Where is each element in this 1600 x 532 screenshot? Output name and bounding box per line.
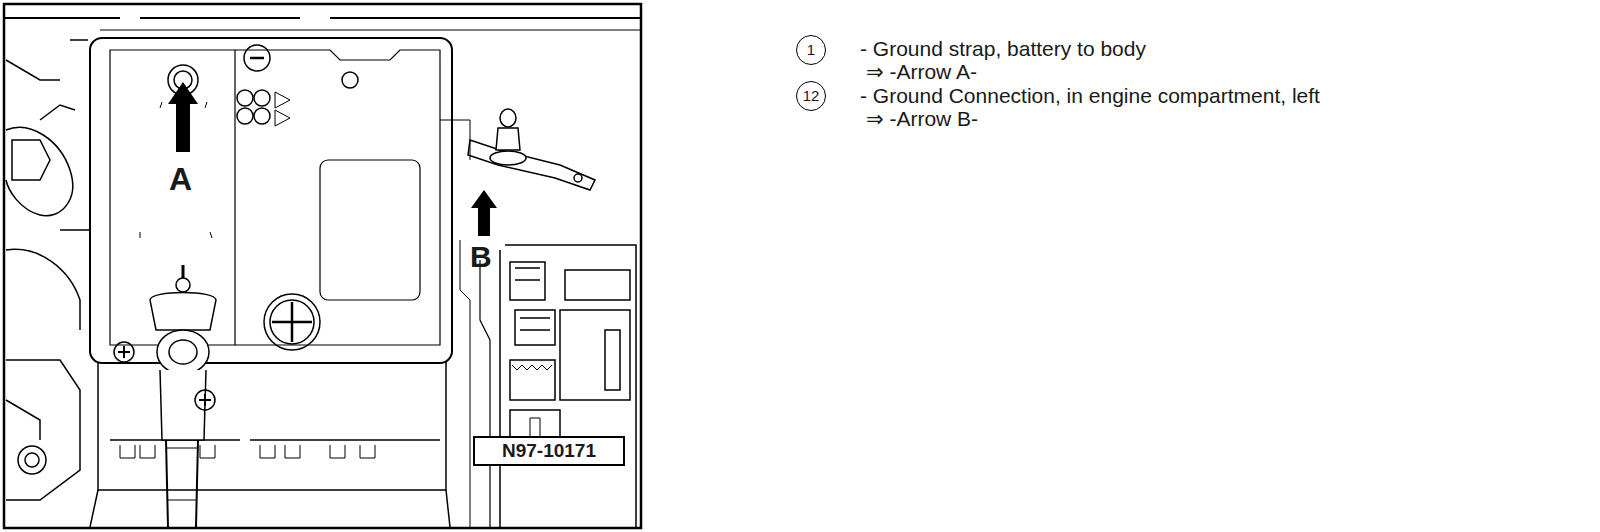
arrow-letter: B	[470, 240, 492, 273]
arrow-letter: A	[169, 162, 192, 197]
callout-circle: 1	[796, 35, 826, 65]
legend-text: - Ground strap, battery to body	[860, 37, 1146, 60]
figure-number-box: N97-10171	[473, 436, 625, 466]
callout-number: 1	[807, 42, 815, 59]
callout-circle: 12	[796, 81, 826, 111]
legend-text: ⇒ -Arrow B-	[866, 107, 978, 130]
figure-number: N97-10171	[502, 441, 596, 462]
legend-text: - Ground Connection, in engine compartme…	[860, 84, 1320, 107]
legend-text: ⇒ -Arrow A-	[866, 60, 977, 83]
callout-number: 12	[803, 88, 820, 105]
